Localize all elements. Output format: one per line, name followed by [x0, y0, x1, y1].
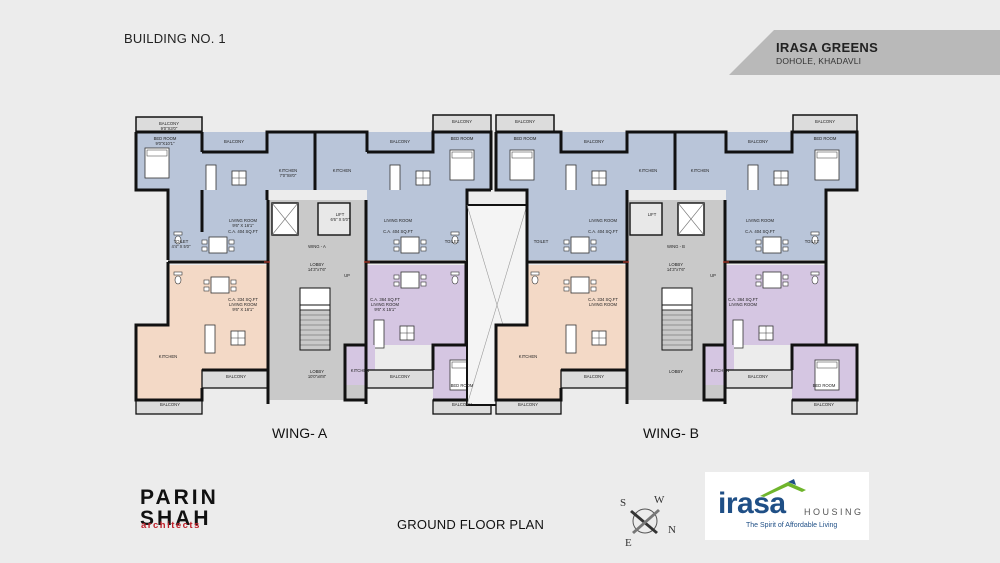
- label-dim: 9'0"X3'0": [161, 126, 178, 131]
- developer-logo-suffix: HOUSING: [804, 507, 864, 517]
- label-ca: C.A. 364 SQ.FT: [370, 297, 400, 302]
- compass-icon: [630, 508, 660, 534]
- label-dim: 10'0"x8'8": [308, 374, 327, 379]
- label-bedroom: BED ROOM: [154, 136, 177, 141]
- label-balcony: BALCONY: [584, 139, 604, 144]
- label-dim: 6'6" X 5'0": [330, 217, 350, 222]
- label-dim: 14'3"x7'6": [308, 267, 327, 272]
- project-badge-background: [729, 30, 1000, 75]
- label-wing: WING - B: [667, 244, 685, 249]
- wing-b-plan: [494, 114, 859, 415]
- label-bedroom: BED ROOM: [451, 383, 474, 388]
- label-bedroom: BED ROOM: [813, 383, 836, 388]
- compass-e-label: E: [625, 537, 632, 549]
- label-balcony: BALCONY: [518, 402, 538, 407]
- label-dim: 9'6" X 15'1": [374, 307, 396, 312]
- label-toilet: TOILET: [805, 239, 820, 244]
- developer-tagline: The Spirit of Affordable Living: [746, 522, 838, 529]
- label-toilet: TOILET: [534, 239, 549, 244]
- label-kitchen: KITCHEN: [333, 168, 351, 173]
- label-ca: C.A. 404 SQ.FT: [383, 229, 413, 234]
- label-kitchen: KITCHEN: [351, 368, 369, 373]
- plan-title: GROUND FLOOR PLAN: [397, 517, 545, 532]
- label-dim: 9'0"X10'1": [155, 141, 175, 146]
- label-kitchen: KITCHEN: [639, 168, 657, 173]
- label-lift: LIFT: [336, 212, 345, 217]
- label-lobby: LOBBY: [310, 369, 324, 374]
- label-ca: C.A. 364 SQ.FT: [728, 297, 758, 302]
- compass-s-label: S: [620, 497, 627, 509]
- label-lift: LIFT: [648, 212, 657, 217]
- label-kitchen: KITCHEN: [691, 168, 709, 173]
- label-ca: C.A. 334 SQ.FT: [588, 297, 618, 302]
- label-ca: C.A. 404 SQ.FT: [588, 229, 618, 234]
- label-balcony: BALCONY: [160, 402, 180, 407]
- compass-n-label: N: [668, 524, 676, 536]
- label-living: LIVING ROOM: [371, 302, 399, 307]
- architect-name-line2: SHAH: [140, 507, 212, 530]
- label-dim: 9'6" X 16'1": [232, 223, 254, 228]
- developer-logo-word: irasa: [718, 487, 786, 520]
- logo-roof-icon: [760, 479, 806, 497]
- label-kitchen: KITCHEN: [711, 368, 729, 373]
- project-location: DOHOLE, KHADAVLI: [776, 56, 862, 66]
- label-living: LIVING ROOM: [384, 218, 412, 223]
- label-kitchen: KITCHEN: [519, 354, 537, 359]
- label-balcony: BALCONY: [390, 374, 410, 379]
- label-balcony: BALCONY: [748, 139, 768, 144]
- label-bedroom: BED ROOM: [514, 136, 537, 141]
- label-balcony: BALCONY: [815, 119, 835, 124]
- label-toilet: TOILET: [445, 239, 460, 244]
- label-up: UP: [710, 273, 716, 278]
- label-dim: 4'4" X 5'0": [171, 244, 191, 249]
- label-ca: C.A. 404 SQ.FT: [228, 229, 258, 234]
- label-living: LIVING ROOM: [589, 302, 617, 307]
- label-ca: C.A. 404 SQ.FT: [745, 229, 775, 234]
- label-living: LIVING ROOM: [589, 218, 617, 223]
- label-dim: 7'0"X8'0": [280, 173, 297, 178]
- label-living: LIVING ROOM: [746, 218, 774, 223]
- wing-a-label: WING- A: [272, 425, 328, 441]
- label-living: LIVING ROOM: [729, 302, 757, 307]
- label-balcony: BALCONY: [452, 402, 472, 407]
- building-title: BUILDING NO. 1: [124, 31, 226, 46]
- label-dim: 9'6" X 16'1": [232, 307, 254, 312]
- label-living: LIVING ROOM: [229, 302, 257, 307]
- label-balcony: BALCONY: [226, 374, 246, 379]
- label-up: UP: [344, 273, 350, 278]
- compass-w-label: W: [654, 494, 665, 506]
- label-wing: WING - A: [308, 244, 326, 249]
- label-kitchen: KITCHEN: [159, 354, 177, 359]
- label-lobby: LOBBY: [310, 262, 324, 267]
- architect-name-line3: architects: [141, 520, 201, 531]
- label-balcony: BALCONY: [159, 121, 179, 126]
- label-balcony: BALCONY: [584, 374, 604, 379]
- label-balcony: BALCONY: [452, 119, 472, 124]
- label-toilet: TOILET: [174, 239, 189, 244]
- label-balcony: BALCONY: [224, 139, 244, 144]
- label-living: LIVING ROOM: [229, 218, 257, 223]
- architect-name-line1: PARIN: [140, 486, 219, 509]
- project-name: IRASA GREENS: [776, 40, 879, 55]
- label-lobby: LOBBY: [669, 369, 683, 374]
- label-dim: 14'3"x7'6": [667, 267, 686, 272]
- wing-a-plan: [134, 114, 493, 415]
- wing-b-label: WING- B: [643, 425, 699, 441]
- label-bedroom: BED ROOM: [451, 136, 474, 141]
- label-balcony: BALCONY: [515, 119, 535, 124]
- label-balcony: BALCONY: [814, 402, 834, 407]
- label-bedroom: BED ROOM: [814, 136, 837, 141]
- label-lobby: LOBBY: [669, 262, 683, 267]
- label-kitchen: KITCHEN: [279, 168, 297, 173]
- label-balcony: BALCONY: [748, 374, 768, 379]
- label-ca: C.A. 334 SQ.FT: [228, 297, 258, 302]
- label-balcony: BALCONY: [390, 139, 410, 144]
